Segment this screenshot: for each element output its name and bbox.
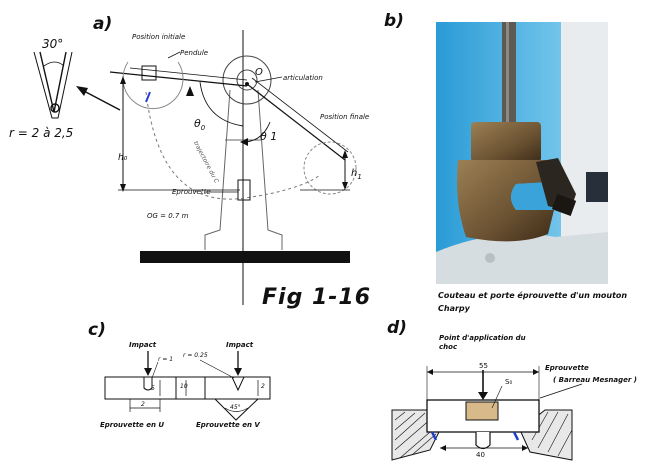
photo-hammer-top [471,122,541,162]
panel-b-label: b) [384,11,404,31]
angle45-label: 45° [230,404,241,411]
point-application-label: Point d'application du choc [439,334,526,351]
theta0-symbol: θ [194,117,201,130]
eprouvette-a-label: Eprouvette [172,188,211,196]
h0-arrow-bottom [120,184,126,192]
knife-edge-mark [145,91,151,103]
specimen-a [237,179,251,201]
panel-d-label: d) [387,318,407,338]
pivot-disk [222,55,272,105]
dim55-arrow-left [427,369,433,375]
articulation-label: articulation [283,74,323,82]
photo-hammer-body [457,160,554,242]
notch-detail [33,51,73,119]
dim40-arrow-right [522,445,528,451]
theta0-arc [199,81,244,127]
notch-angle-label: 30° [42,37,64,51]
charpy-photo [436,22,608,284]
position-initiale-label: Position initiale [132,33,186,41]
notch-pointer-arrowhead [76,86,88,96]
photo-panel [586,172,608,202]
dim2v-label: 2 [261,383,265,390]
dim5-label: 5 [151,385,155,392]
dim40-label: 40 [476,451,485,459]
hammer-initial-knife [141,65,157,81]
impact-left-label: Impact [129,341,157,349]
h0-arrow-top [120,76,126,84]
notch-radius-label: r = 2 à 2,5 [9,126,74,140]
figure-number: Fig 1-16 [262,285,372,310]
pendulum-arm-initial [109,71,248,87]
impact-arrow-d-head [478,392,488,400]
r025-leader [199,359,235,379]
photo-hammer-gap [511,182,552,210]
pendule-leader [167,51,181,59]
impact-right-label: Impact [226,341,254,349]
v-notch [231,376,245,392]
machine-frame [204,89,283,250]
theta0-subscript: 0 [200,124,206,133]
u-dim-ext [129,399,161,412]
pendule-label: Pendule [180,49,209,57]
barreau-label: ( Barreau Mesnager ) [553,376,637,384]
u-notch [143,377,153,391]
specimen-bar-c [104,376,271,400]
articulation-leader [254,76,283,83]
dim40-arrow-left [440,445,446,451]
pendulum-arm-final [246,83,346,161]
theta1-label: θ 1 [260,130,278,143]
support-mark-right [512,431,520,441]
dim10-label: 10 [180,383,188,390]
eprouvette-leader [539,383,583,399]
machine-base [140,251,350,263]
og-label: OG = 0.7 m [147,212,189,220]
pendulum-arm-final-edge [251,77,349,153]
support-mark-left [430,431,438,441]
photo-base [436,232,608,284]
charpy-photo-drawing [436,22,608,284]
pivot-hub [236,69,258,91]
photo-bolt [485,253,495,263]
dim55-label: 55 [479,362,488,370]
pendulum-arm-initial-edge [129,67,248,81]
photo-shaft-highlight [506,22,509,132]
h0-label: h₀ [118,153,128,163]
dim55-arrow-right [533,369,539,375]
s0-label: S₀ [505,378,513,386]
r025-label: r = 0.25 [183,352,208,359]
section-s0 [465,401,499,421]
panel-c-label: c) [88,320,106,340]
photo-holder-clamp [551,194,577,216]
theta0-label: θ0 [194,117,205,132]
hammer-final [303,141,357,195]
v-angle-arc [224,407,249,412]
dim2-label: 2 [141,401,145,408]
h1-subscript: 1 [357,173,362,181]
v-detail [214,398,259,421]
panel-b-caption: Couteau et porte éprouvette d'un mouton … [438,291,628,313]
s0-leader [491,385,503,409]
h1-arrow-bottom [342,182,348,190]
h1-symbol: h [351,168,358,179]
r1-label: r = 1 [158,356,174,363]
impact-arrow-left-head [144,368,152,376]
r1-leader [151,361,159,379]
pivot-o-label: O [255,67,263,78]
theta0-arrow [186,86,194,96]
position-finale-label: Position finale [320,113,370,121]
h1-arrow-top [342,150,348,158]
impact-arrow-right-head [234,368,242,376]
notch-pointer-line [81,89,121,111]
panel-a-label: a) [93,14,113,34]
theta1-arrow [240,138,248,146]
h1-label: h1 [351,168,362,181]
mesnager-notch [475,432,491,450]
eprouvette-v-label: Eprouvette en V [196,421,260,429]
eprouvette-u-label: Eprouvette en U [100,421,165,429]
eprouvette-d-label: Eprouvette [545,364,589,372]
